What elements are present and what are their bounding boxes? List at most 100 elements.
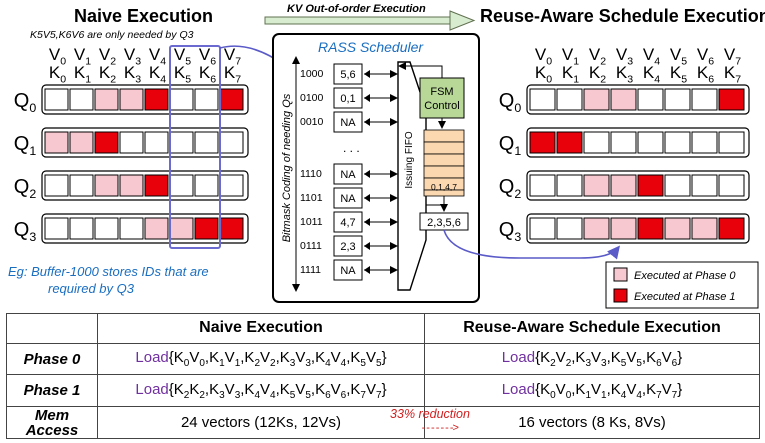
- kv-cell: [144, 88, 169, 111]
- query-label-0: Q0: [499, 90, 522, 115]
- reduction-label: 33% reduction: [390, 407, 470, 422]
- buffer-entry: [333, 63, 363, 85]
- query-label-1: Q1: [14, 133, 37, 158]
- kv-cell: [44, 88, 69, 111]
- buffer-ids: 4,7: [340, 217, 355, 229]
- kv-cell: [119, 217, 144, 240]
- kv-cell: [610, 131, 637, 154]
- kv-cell: [691, 174, 718, 197]
- kv-cell: [529, 88, 556, 111]
- kv-cell: [556, 174, 583, 197]
- buffer-ids: NA: [340, 193, 356, 205]
- kv-cell: [637, 131, 664, 154]
- kv-cell: [94, 174, 119, 197]
- kv-cell: [664, 217, 691, 240]
- buffer-ids: 0,1: [340, 93, 355, 105]
- query-label-3: Q3: [14, 219, 37, 244]
- kv-cell: [691, 217, 718, 240]
- kv-cell: [44, 174, 69, 197]
- load-keyword: Load: [135, 349, 169, 367]
- buffer-ids: 2,3: [340, 241, 355, 253]
- kv-cell: [583, 88, 610, 111]
- fifo-slot: [423, 153, 465, 167]
- phase0-reuse-set: {K2V2,K3V3,K5V5,K6V6}: [535, 349, 683, 370]
- buffer-entry: [333, 163, 363, 185]
- query-label-2: Q2: [499, 176, 522, 201]
- phase1-reuse-set: {K0V0,K1V1,K4V4,K7V7}: [535, 380, 683, 401]
- query-label-0: Q0: [14, 90, 37, 115]
- kv-cell: [194, 131, 219, 154]
- bitmask-code: 1011: [300, 216, 323, 228]
- mem-label-line1: Mem: [34, 406, 70, 424]
- kv-cell: [119, 174, 144, 197]
- kv-cell: [194, 174, 219, 197]
- kv-cell: [610, 174, 637, 197]
- kv-cell: [718, 131, 745, 154]
- fsm-line-1: FSM: [430, 86, 453, 98]
- buffer-ids: NA: [340, 169, 356, 181]
- bitmask-code: 0111: [300, 240, 322, 252]
- fifo-slot: [423, 141, 465, 155]
- buffer-entry: [333, 187, 363, 209]
- issuing-fifo: [423, 129, 465, 197]
- table-corner: [6, 313, 98, 344]
- buffer-entry: [333, 111, 363, 133]
- table-row: Phase 0 Load{K0V0,K1V1,K2V2,K3V3,K4V4,K5…: [6, 342, 761, 376]
- example-line-1: Eg: Buffer-1000 stores IDs that are: [8, 264, 209, 279]
- diagram-canvas: Naive Execution K5V5,K6V6 are only neede…: [8, 3, 765, 309]
- table-header-reuse: Reuse-Aware Schedule Execution: [423, 313, 761, 344]
- kv-cell: [583, 217, 610, 240]
- kv-cell: [718, 88, 745, 111]
- kv-cell: [691, 131, 718, 154]
- kv-cell: [529, 174, 556, 197]
- kv-cell: [94, 88, 119, 111]
- mem-label-line2: Access: [25, 421, 79, 439]
- kv-cell: [691, 88, 718, 111]
- row-label-phase1: Phase 1: [6, 374, 98, 408]
- comparison-table: Naive Execution Reuse-Aware Schedule Exe…: [6, 313, 761, 439]
- phase0-naive-set: {K0V0,K1V1,K2V2,K3V3,K4V4,K5V5}: [168, 349, 387, 370]
- kv-cell: [664, 88, 691, 111]
- fsm-line-2: Control: [424, 100, 459, 112]
- mem-reuse-value: 16 vectors (8 Ks, 8Vs): [518, 414, 666, 432]
- phase1-reuse-cell: Load{K0V0,K1V1,K4V4,K7V7}: [423, 374, 761, 408]
- naive-note: K5V5,K6V6 are only needed by Q3: [30, 29, 194, 41]
- scheduler-output: 2,3,5,6: [427, 217, 461, 229]
- row-label-phase0: Phase 0: [6, 342, 98, 376]
- kv-cell: [637, 88, 664, 111]
- kv-cell: [718, 174, 745, 197]
- fsm-control-box: [419, 77, 465, 119]
- kv-cell: [556, 88, 583, 111]
- phase1-naive-set: {K2K2,K3V3,K4V4,K5V5,K6V6,K7V7}: [168, 380, 387, 401]
- bitmask-code: 1111: [300, 264, 321, 276]
- bitmask-code: 1101: [300, 192, 323, 204]
- table-header-naive: Naive Execution: [97, 313, 425, 344]
- legend-phase0-label: Executed at Phase 0: [634, 270, 736, 282]
- kv-cell: [219, 88, 244, 111]
- query-label-2: Q2: [14, 176, 37, 201]
- legend-box: [605, 261, 759, 309]
- kv-cell: [219, 174, 244, 197]
- kv-cell: [556, 131, 583, 154]
- fifo-slot: [423, 165, 465, 179]
- phase1-naive-cell: Load{K2K2,K3V3,K4V4,K5V5,K6V6,K7V7}: [97, 374, 425, 408]
- kv-cell: [529, 131, 556, 154]
- bitmask-code: 1110: [300, 168, 322, 180]
- kv-cell: [144, 174, 169, 197]
- fifo-slot: [423, 129, 465, 143]
- kv-cell: [664, 131, 691, 154]
- kv-cell: [583, 131, 610, 154]
- buffer-ids: NA: [340, 117, 356, 129]
- kv-cell: [169, 131, 194, 154]
- bitmask-code: 0010: [300, 116, 324, 128]
- scheduler-title: RASS Scheduler: [318, 39, 424, 55]
- kv-cell: [194, 88, 219, 111]
- load-keyword: Load: [501, 380, 536, 398]
- kv-cell: [583, 174, 610, 197]
- kv-cell: [144, 131, 169, 154]
- phase0-reuse-cell: Load{K2V2,K3V3,K5V5,K6V6}: [423, 342, 761, 376]
